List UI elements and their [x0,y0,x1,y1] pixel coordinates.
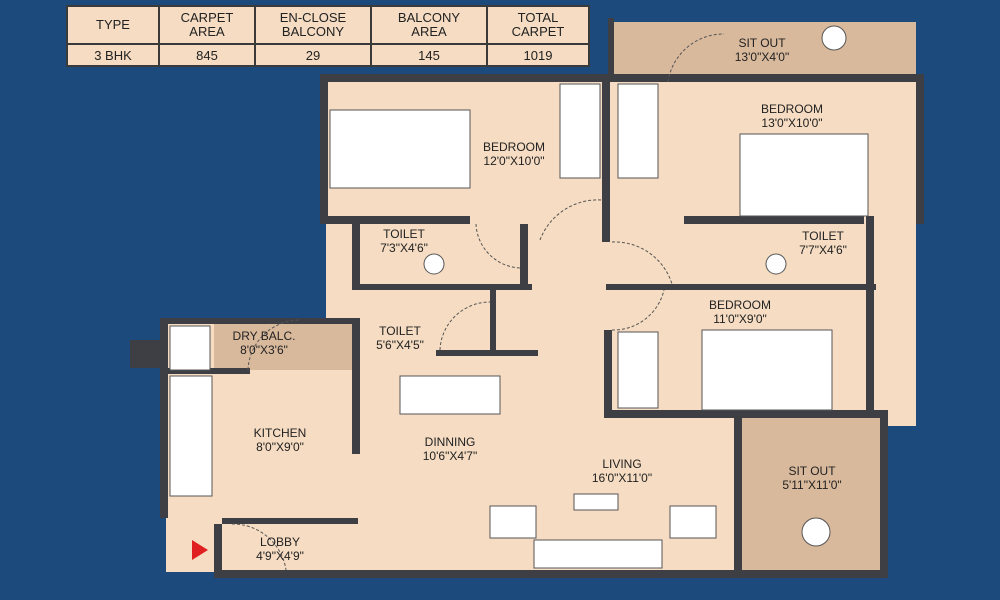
cell-carpet-area: 845 [158,43,256,67]
wall [160,368,250,374]
room-name-sitout-right: SIT OUT [788,464,836,478]
sofa-chair-icon [669,505,717,539]
door-swing [667,33,725,83]
room-name-toilet-left: TOILET [383,227,425,241]
room-labels: SIT OUT 13'0"X4'0" BEDROOM 13'0"X10'0" B… [233,36,847,563]
wardrobe-icon [559,83,601,179]
wall [160,318,356,324]
wall [608,74,922,82]
door-swing [439,301,491,351]
room-name-bedroom-left: BEDROOM [483,140,545,154]
wall [130,340,160,368]
room-name-toilet-small: TOILET [379,324,421,338]
table-icon [821,25,847,51]
table-icon [801,517,831,547]
sofa-icon [533,539,663,569]
wash-basin-icon [169,325,211,371]
door-swing [247,319,301,371]
room-size-toilet-left: 7'3"X4'6" [380,241,428,255]
floor-sitout-top [614,22,916,78]
cell-en-close-balcony: 29 [254,43,372,67]
wall [608,18,614,80]
wall [436,350,538,356]
coffee-table-icon [573,493,619,511]
wall [352,318,360,454]
wall [320,216,470,224]
room-name-sitout-top: SIT OUT [738,36,786,50]
room-name-dry-balc: DRY BALC. [233,329,296,343]
bed-icon [701,329,833,411]
cell-balcony-area: 145 [370,43,488,67]
room-name-living: LIVING [602,457,641,471]
room-size-toilet-right: 7'7"X4'6" [799,243,847,257]
wall [214,570,888,578]
header-type: TYPE [66,5,160,45]
wall [520,224,528,284]
floor-dry-balcony [214,322,354,370]
wardrobe-icon [617,331,659,409]
wall [866,216,874,416]
room-size-bedroom-top-right: 13'0"X10'0" [761,116,822,130]
toilet-icon [423,253,445,275]
bed-icon [329,109,471,189]
furniture [169,25,869,569]
wall [880,410,888,578]
room-size-sitout-right: 5'11"X11'0" [782,478,841,492]
wall [352,224,360,290]
room-name-lobby: LOBBY [260,535,300,549]
area-table-row: 3 BHK 845 29 145 1019 [66,43,590,67]
wall [684,216,864,224]
toilet-icon [765,253,787,275]
doors [231,33,725,571]
kitchen-counter-icon [169,375,213,497]
sofa-chair-icon [489,505,537,539]
room-size-bedroom-mid-right: 11'0"X9'0" [713,312,767,326]
wall [604,410,888,418]
walls [130,18,924,578]
room-name-toilet-right: TOILET [802,229,844,243]
floor-sitout-right [740,418,884,572]
door-swing [611,289,665,331]
wall [490,290,496,352]
door-swing [475,223,523,269]
wardrobe-icon [617,83,659,179]
dining-table-icon [399,375,501,415]
room-name-kitchen: KITCHEN [254,426,307,440]
wall [606,284,876,290]
room-name-bedroom-mid-right: BEDROOM [709,298,771,312]
wall [320,74,616,82]
room-size-lobby: 4'9"X4'9" [256,549,304,563]
room-size-bedroom-left: 12'0"X10'0" [483,154,544,168]
entry-arrow-icon [192,540,208,560]
room-size-sitout-top: 13'0"X4'0" [735,50,789,64]
wall [214,524,222,576]
cell-type: 3 BHK [66,43,160,67]
room-size-kitchen: 8'0"X9'0" [256,440,304,454]
wall [604,330,612,412]
wall [352,284,532,290]
wall [602,82,610,242]
room-size-toilet-small: 5'6"X4'5" [376,338,424,352]
wall [222,518,358,524]
wall [916,74,924,224]
bed-icon [739,133,869,217]
room-size-dry-balc: 8'0"X3'6" [240,343,288,357]
room-name-dinning: DINNING [425,435,476,449]
room-size-living: 16'0"X11'0" [592,471,652,485]
room-size-dinning: 10'6"X4'7" [423,449,477,463]
wall [734,418,742,578]
room-name-bedroom-top-right: BEDROOM [761,102,823,116]
wall [320,74,328,224]
cell-total-carpet: 1019 [486,43,590,67]
wall [160,318,168,518]
